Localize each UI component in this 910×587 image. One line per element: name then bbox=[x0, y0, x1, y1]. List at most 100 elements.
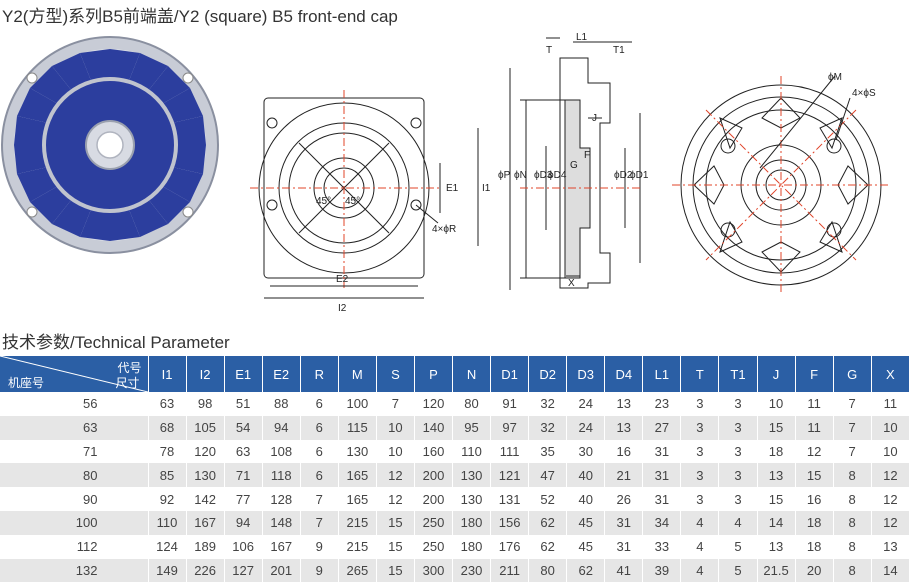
value-cell: 52 bbox=[528, 487, 568, 511]
frame-cell: 80 bbox=[0, 463, 149, 488]
value-cell: 124 bbox=[148, 534, 187, 559]
column-header-d2: D2 bbox=[528, 356, 568, 392]
value-cell: 12 bbox=[795, 439, 834, 464]
value-cell: 250 bbox=[414, 510, 454, 535]
front-view-labels: 45° 45° E1 I1 E2 I2 4×ϕR bbox=[316, 183, 491, 314]
back-view-labels: ϕM 4×ϕS bbox=[828, 72, 876, 99]
value-cell: 10 bbox=[871, 439, 910, 464]
column-header-i2: I2 bbox=[186, 356, 225, 392]
value-cell: 40 bbox=[566, 463, 606, 488]
column-header-d1: D1 bbox=[490, 356, 530, 392]
value-cell: 121 bbox=[490, 463, 530, 488]
value-cell: 130 bbox=[452, 463, 492, 488]
value-cell: 7 bbox=[300, 510, 339, 535]
value-cell: 31 bbox=[604, 510, 644, 535]
value-cell: 16 bbox=[795, 487, 834, 511]
value-cell: 13 bbox=[757, 534, 796, 559]
drawings: 45° 45° E1 I1 E2 I2 4×ϕR T L1 T1 ϕP ϕN ϕ… bbox=[1, 32, 890, 314]
value-cell: 3 bbox=[680, 463, 720, 488]
frame-cell: 71 bbox=[0, 439, 149, 464]
value-cell: 165 bbox=[338, 463, 377, 488]
value-cell: 215 bbox=[338, 510, 377, 535]
value-cell: 3 bbox=[718, 463, 758, 488]
value-cell: 10 bbox=[757, 392, 796, 416]
value-cell: 12 bbox=[376, 487, 415, 511]
value-cell: 201 bbox=[262, 558, 301, 583]
dim-i2: I2 bbox=[338, 303, 347, 314]
value-cell: 24 bbox=[566, 392, 606, 416]
value-cell: 160 bbox=[414, 439, 454, 464]
dim-f: F bbox=[584, 150, 590, 161]
value-cell: 110 bbox=[148, 510, 187, 535]
value-cell: 127 bbox=[224, 558, 263, 583]
value-cell: 11 bbox=[795, 415, 834, 440]
value-cell: 62 bbox=[528, 510, 568, 535]
value-cell: 63 bbox=[148, 392, 187, 416]
value-cell: 15 bbox=[376, 534, 415, 559]
value-cell: 63 bbox=[224, 439, 263, 464]
dim-m: ϕM bbox=[828, 72, 842, 83]
value-cell: 18 bbox=[795, 534, 834, 559]
value-cell: 12 bbox=[871, 463, 910, 488]
column-header-x: X bbox=[871, 356, 910, 392]
value-cell: 118 bbox=[262, 463, 301, 488]
column-header-p: P bbox=[414, 356, 454, 392]
dim-d4: ϕD4 bbox=[548, 170, 567, 181]
dim-d2: ϕD2 bbox=[614, 170, 633, 181]
value-cell: 31 bbox=[642, 439, 682, 464]
angle-label-1: 45° bbox=[316, 196, 331, 207]
value-cell: 30 bbox=[566, 439, 606, 464]
value-cell: 26 bbox=[604, 487, 644, 511]
value-cell: 10 bbox=[376, 415, 415, 440]
frame-cell: 56 bbox=[0, 392, 149, 416]
dim-e1: E1 bbox=[446, 183, 459, 194]
value-cell: 8 bbox=[833, 463, 872, 488]
dim-n: ϕN bbox=[514, 170, 527, 181]
value-cell: 8 bbox=[833, 558, 872, 583]
value-cell: 14 bbox=[871, 558, 910, 583]
value-cell: 13 bbox=[757, 463, 796, 488]
value-cell: 39 bbox=[642, 558, 682, 583]
dim-i1: I1 bbox=[482, 183, 491, 194]
value-cell: 5 bbox=[718, 558, 758, 583]
value-cell: 45 bbox=[566, 534, 606, 559]
frame-cell: 112 bbox=[0, 534, 149, 559]
value-cell: 14 bbox=[757, 510, 796, 535]
column-header-s: S bbox=[376, 356, 415, 392]
value-cell: 7 bbox=[376, 392, 415, 416]
value-cell: 6 bbox=[300, 392, 339, 416]
value-cell: 131 bbox=[490, 487, 530, 511]
value-cell: 3 bbox=[680, 439, 720, 464]
value-cell: 12 bbox=[376, 463, 415, 488]
dim-d1: ϕD1 bbox=[630, 170, 649, 181]
value-cell: 7 bbox=[833, 415, 872, 440]
dim-j: J bbox=[592, 113, 597, 124]
value-cell: 13 bbox=[604, 392, 644, 416]
value-cell: 34 bbox=[642, 510, 682, 535]
header-code: 代号 bbox=[117, 361, 142, 375]
angle-label-2: 45° bbox=[345, 196, 360, 207]
value-cell: 9 bbox=[300, 534, 339, 559]
column-header-e2: E2 bbox=[262, 356, 301, 392]
dim-d3: ϕD3 bbox=[534, 170, 553, 181]
value-cell: 200 bbox=[414, 487, 454, 511]
value-cell: 300 bbox=[414, 558, 454, 583]
value-cell: 165 bbox=[338, 487, 377, 511]
value-cell: 12 bbox=[871, 487, 910, 511]
value-cell: 11 bbox=[871, 392, 910, 416]
front-view-drawing bbox=[250, 90, 479, 299]
value-cell: 88 bbox=[262, 392, 301, 416]
value-cell: 40 bbox=[566, 487, 606, 511]
value-cell: 77 bbox=[224, 487, 263, 511]
value-cell: 97 bbox=[490, 415, 530, 440]
value-cell: 6 bbox=[300, 463, 339, 488]
value-cell: 7 bbox=[833, 439, 872, 464]
frame-cell: 90 bbox=[0, 487, 149, 511]
column-header-d4: D4 bbox=[604, 356, 644, 392]
value-cell: 142 bbox=[186, 487, 225, 511]
value-cell: 23 bbox=[642, 392, 682, 416]
